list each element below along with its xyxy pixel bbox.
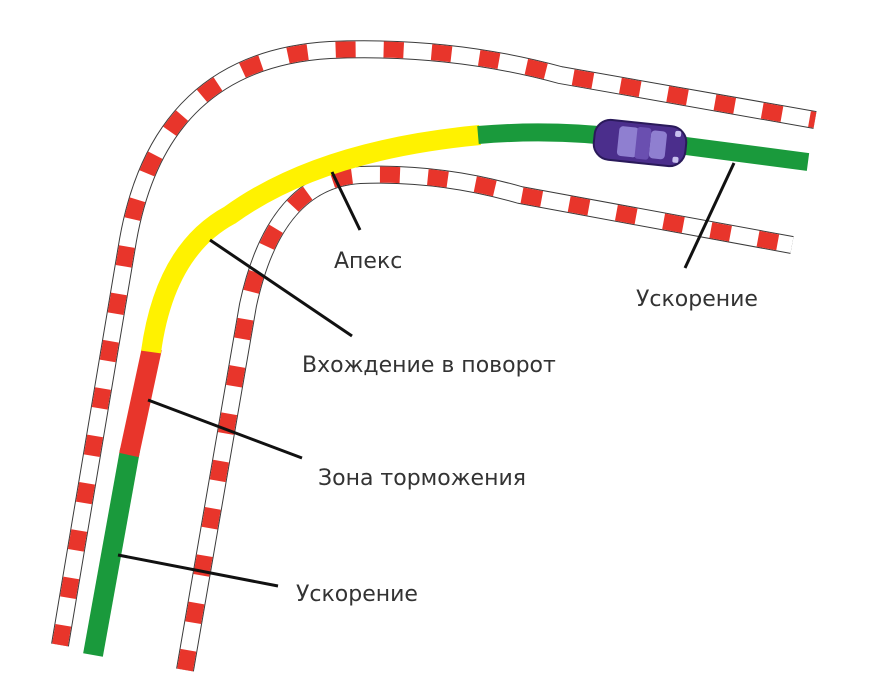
racing-line-turn-in	[141, 125, 481, 354]
racing-line-braking	[119, 345, 162, 458]
label-braking: Зона торможения	[318, 466, 526, 491]
racing-line-accel-entry	[83, 448, 140, 657]
label-apex: Апекс	[334, 249, 402, 274]
leader-accel-exit	[683, 162, 736, 269]
inner-edge-red-blocks	[177, 166, 794, 672]
leader-accel-entry	[117, 553, 279, 588]
leader-braking	[147, 398, 303, 460]
outer-edge-red-blocks	[52, 41, 817, 647]
label-accel-exit: Ускорение	[636, 287, 758, 312]
inner-track-edge	[176, 165, 794, 672]
label-accel-entry: Ускорение	[296, 582, 418, 607]
leader-apex	[330, 171, 362, 231]
leader-turn-in	[209, 238, 353, 338]
leader-lines	[117, 162, 736, 588]
label-turn-in: Вхождение в поворот	[302, 353, 556, 378]
outer-track-edge	[51, 40, 817, 647]
inner-edge-curb	[176, 165, 794, 672]
car-top-view-icon	[592, 118, 688, 168]
inner-edge-fill	[177, 166, 794, 672]
